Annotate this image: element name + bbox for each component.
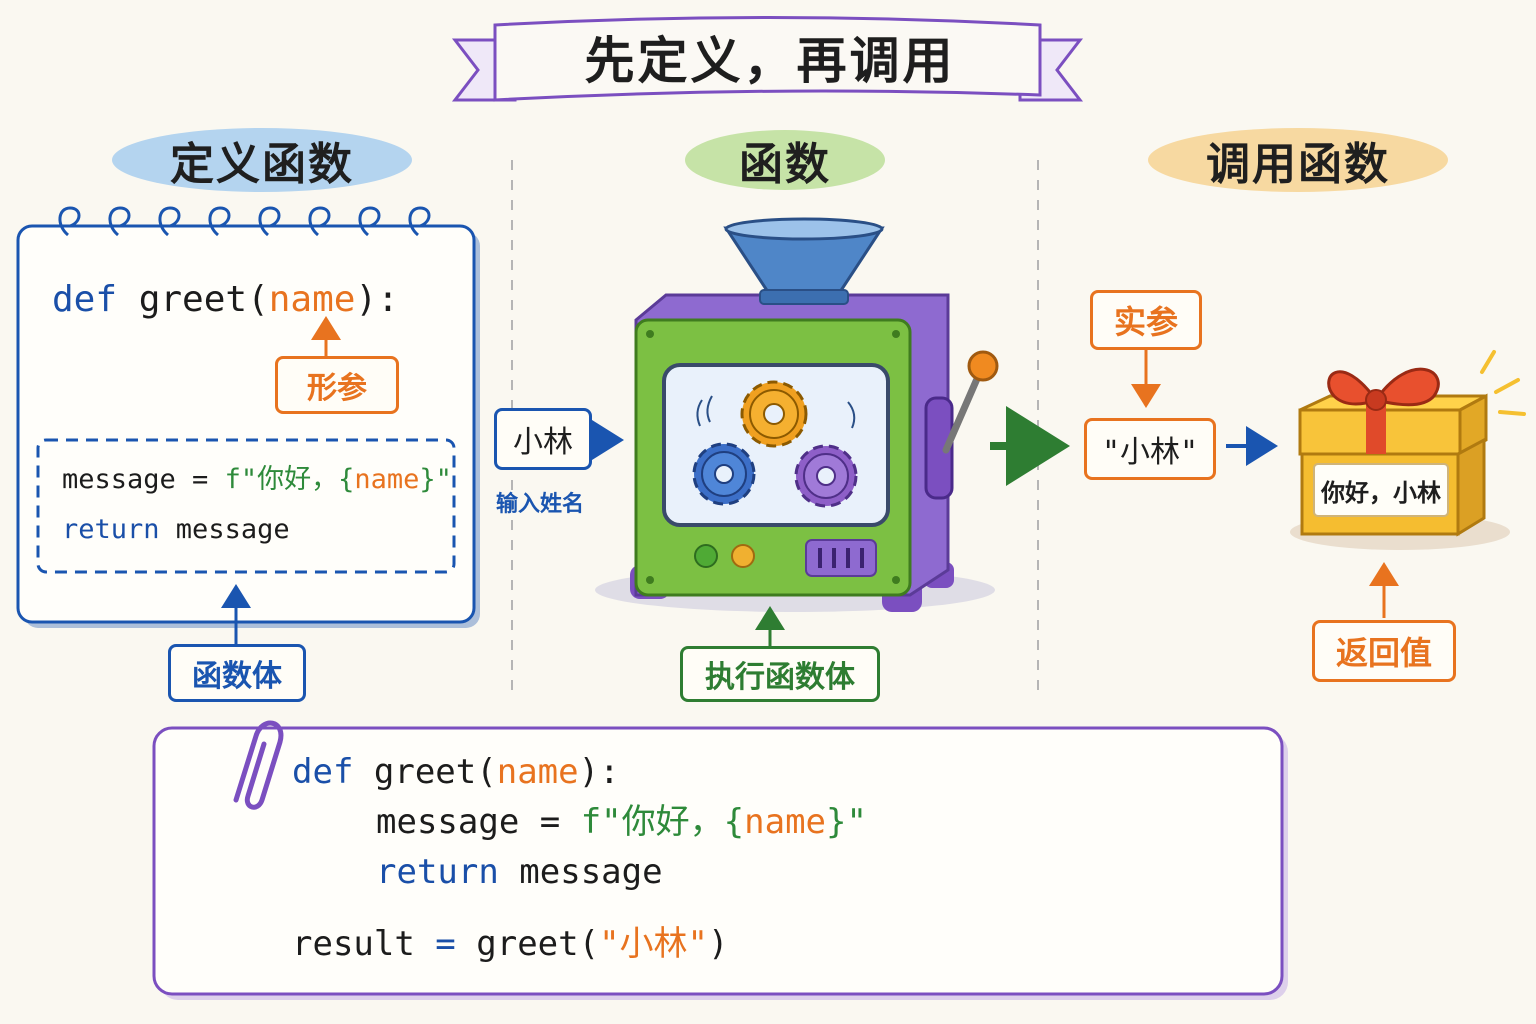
lever-icon [924, 350, 999, 500]
card-fstring-param: name [744, 802, 827, 842]
signature-tail: ): [355, 279, 399, 320]
arg-label: 实参 [1090, 290, 1202, 350]
card-function-name: greet( [353, 752, 497, 792]
sparkle-icon [1480, 350, 1526, 416]
card-return-text: message [498, 852, 663, 892]
card-call-arg: "小林" [599, 924, 709, 964]
parameter-name: name [268, 279, 356, 320]
spiral-notebook [58, 206, 431, 237]
body-line-2: return message [62, 510, 290, 550]
funnel-hopper [723, 217, 885, 305]
notebook-panel [16, 224, 480, 628]
execute-label: 执行函数体 [680, 646, 880, 702]
gear-icon [740, 380, 808, 448]
brace-close: } [419, 464, 436, 495]
body-line-1: message = f"你好，{name}" [62, 460, 452, 500]
card-assign-op: = [435, 924, 456, 964]
code-line-2: message = f"你好，{name}" [376, 800, 867, 844]
gift-box-icon [1290, 367, 1510, 550]
code-card [152, 726, 1288, 1000]
code-line-3: return message [376, 850, 663, 894]
card-brace-open: { [723, 802, 745, 842]
banner-title: 先定义，再调用 [584, 32, 956, 90]
signature-line: def greet(name): [52, 278, 399, 322]
gear-icon [692, 442, 756, 506]
fstring-param: name [354, 464, 420, 495]
card-keyword-return: return [376, 852, 499, 892]
return-label: 返回值 [1312, 620, 1456, 682]
return-value-text: message [159, 514, 290, 545]
card-call-close: ) [708, 924, 729, 964]
define-highlight [112, 128, 412, 192]
card-message-assign: message = [376, 802, 581, 842]
arg-value-box: "小林" [1084, 418, 1216, 480]
function-name: greet( [117, 279, 269, 320]
input-value-box: 小林 [494, 408, 592, 470]
banner-ribbon [451, 16, 1084, 102]
gear-icon [794, 444, 858, 508]
fstring-quote: " [435, 464, 452, 495]
card-signature-tail: ): [578, 752, 620, 792]
card-result-var: result [292, 924, 436, 964]
card-fstring-prefix: f"你好， [580, 802, 724, 842]
keyword-def: def [52, 279, 118, 320]
keyword-return: return [62, 514, 160, 545]
card-fstring-quote: " [846, 802, 867, 842]
call-highlight [1148, 128, 1448, 192]
gift-text: 你好，小林 [1321, 478, 1441, 507]
input-caption: 输入姓名 [496, 492, 585, 517]
motion-lines [696, 395, 856, 429]
function-highlight [685, 130, 885, 190]
code-line-4: result = greet("小林") [292, 922, 729, 966]
define-heading: 定义函数 [170, 139, 354, 190]
code-line-1: def greet(name): [292, 750, 620, 794]
body-label: 函数体 [168, 644, 306, 702]
param-label: 形参 [275, 356, 399, 414]
body-code-text: message = [62, 464, 225, 495]
card-parameter: name [496, 752, 579, 792]
card-call-name: greet( [455, 924, 600, 964]
brace-open: { [338, 464, 355, 495]
card-brace-close: } [826, 802, 847, 842]
paperclip-icon [233, 720, 284, 810]
function-heading: 函数 [739, 139, 831, 190]
card-keyword-def: def [292, 752, 354, 792]
fstring-prefix: f"你好， [224, 464, 339, 495]
call-heading: 调用函数 [1206, 139, 1390, 190]
function-body-dashed-box [36, 438, 456, 574]
